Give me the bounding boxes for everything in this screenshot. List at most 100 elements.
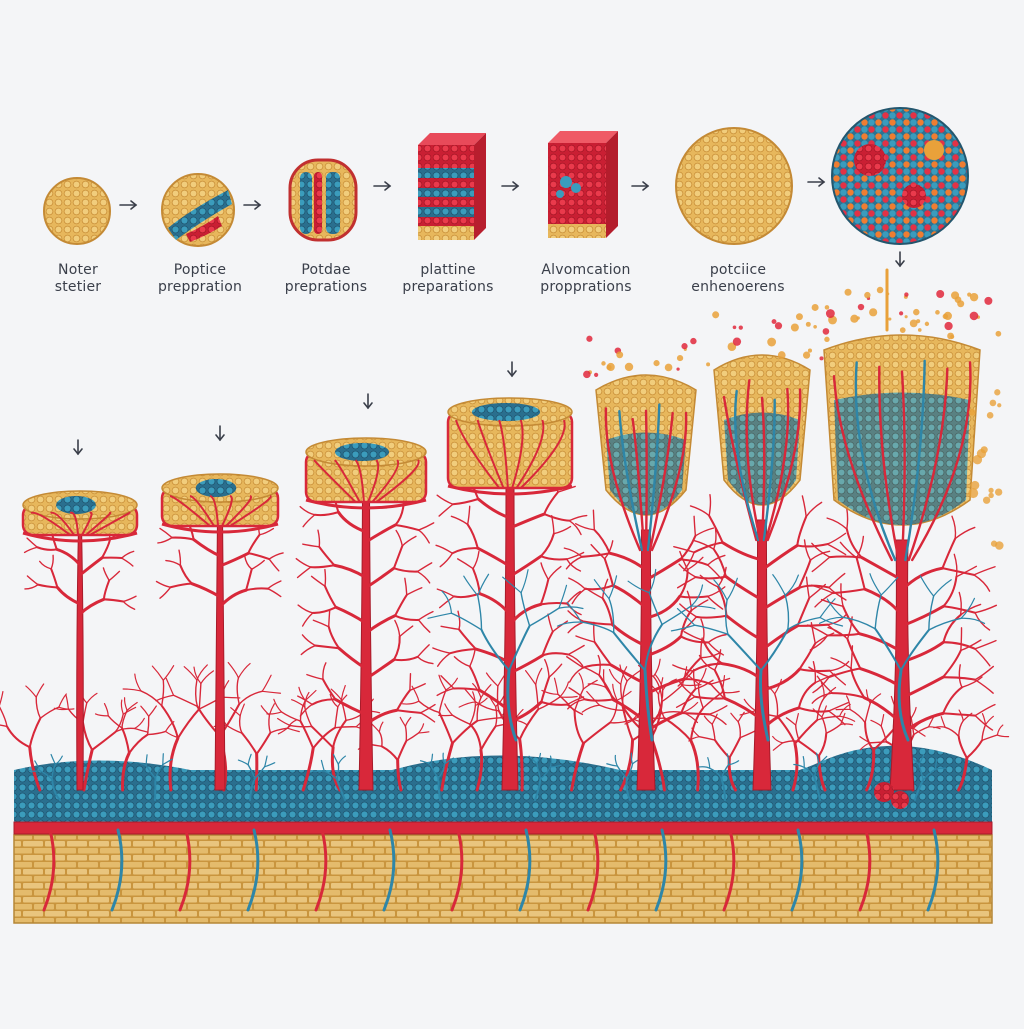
particle (664, 363, 673, 372)
particle (899, 311, 904, 316)
stage-label-1-line2: stetier (54, 279, 102, 295)
particle (824, 305, 830, 310)
particle (904, 292, 909, 297)
particle (857, 303, 865, 311)
stage-label-2: Poptice preppration (130, 262, 270, 296)
vessel-stem (76, 524, 84, 791)
particle (970, 480, 980, 490)
stage-icons-row (43, 107, 969, 247)
particle (606, 362, 615, 372)
stage-label-2-line1: Poptice (173, 262, 227, 278)
particle (767, 337, 777, 347)
particle (738, 325, 743, 330)
tumor-mass (446, 397, 574, 496)
particle (807, 348, 813, 353)
particle (990, 540, 998, 547)
stage-label-3: Potdae preprations (256, 262, 396, 296)
particle (968, 488, 979, 499)
particle (980, 446, 988, 454)
particle (790, 323, 799, 332)
tumor-column-2 (155, 473, 284, 791)
stage-label-5: Alvomcation propprations (516, 262, 656, 296)
tumor-column-4 (427, 397, 588, 791)
stage-label-5-line1: Alvomcation (541, 262, 631, 278)
tumor-column-1 (21, 490, 139, 791)
vessel-layer (13, 821, 993, 835)
particle (917, 328, 922, 332)
particle (690, 337, 697, 345)
particle (943, 311, 952, 321)
particle (712, 311, 720, 319)
tumor-mass (304, 437, 428, 510)
tumor-mass (21, 490, 139, 543)
vessel-stem (214, 515, 226, 791)
particle (989, 399, 997, 407)
particle (988, 492, 994, 499)
particle (876, 286, 884, 294)
vessel-stem (358, 491, 374, 791)
tumor-column-3 (295, 437, 436, 791)
stage-label-4: plattine preparations (378, 262, 518, 296)
particle (986, 412, 994, 419)
stage-7-cell (831, 107, 969, 245)
arrow-right-icon (243, 200, 262, 210)
particle (732, 325, 737, 330)
brick-layer (13, 834, 993, 924)
particle (994, 488, 1003, 496)
particle (988, 487, 994, 494)
stage-label-6-line2: enhenoerens (691, 279, 785, 295)
vessel-stem (752, 519, 772, 791)
arrow-down-icon (507, 361, 517, 378)
particle (864, 291, 871, 299)
particle (771, 319, 777, 324)
particle (904, 315, 908, 319)
particle (583, 370, 591, 379)
stage-label-6-line1: potciice (709, 262, 767, 278)
arrow-down-icon (895, 251, 905, 268)
particle (888, 317, 892, 321)
tumor-mass (583, 335, 711, 552)
particle (909, 319, 918, 328)
particle (653, 360, 660, 367)
particle (982, 496, 991, 504)
particle (869, 308, 878, 317)
tumor-mass (811, 268, 1004, 809)
particle (995, 330, 1002, 337)
stage-2-cell (161, 173, 235, 247)
particle (957, 300, 965, 308)
particle (997, 403, 1002, 408)
arrow-down-icon (73, 439, 83, 456)
tumor-column-6 (670, 311, 850, 791)
particle (935, 310, 940, 315)
arrow-right-icon (119, 200, 138, 210)
stage-label-3-line2: preprations (284, 279, 368, 295)
particle (774, 322, 783, 330)
arrow-right-icon (373, 181, 392, 191)
stage-label-1: Noter stetier (8, 262, 148, 296)
stage-label-6: potciice enhenoerens (668, 262, 808, 296)
stage-label-2-line2: preppration (157, 279, 243, 295)
particle (844, 288, 852, 296)
particle (676, 367, 680, 371)
particle (994, 389, 1001, 396)
particle (676, 354, 684, 362)
vessel-stem (889, 539, 915, 791)
stage-1-cell (43, 177, 111, 245)
particle (968, 408, 976, 416)
particle (924, 321, 930, 327)
particle (586, 335, 593, 342)
arrow-right-icon (631, 181, 650, 191)
arrow-right-icon (807, 177, 826, 187)
stage-6-cell (675, 127, 793, 245)
particle (624, 362, 634, 372)
particle (825, 309, 835, 319)
particle (819, 356, 824, 361)
particle (777, 351, 786, 359)
particle (972, 455, 983, 465)
stage-4-cell (418, 133, 486, 240)
particle (936, 290, 945, 298)
arrow-right-icon (501, 181, 520, 191)
particle (811, 303, 819, 311)
arrow-down-icon (363, 393, 373, 410)
